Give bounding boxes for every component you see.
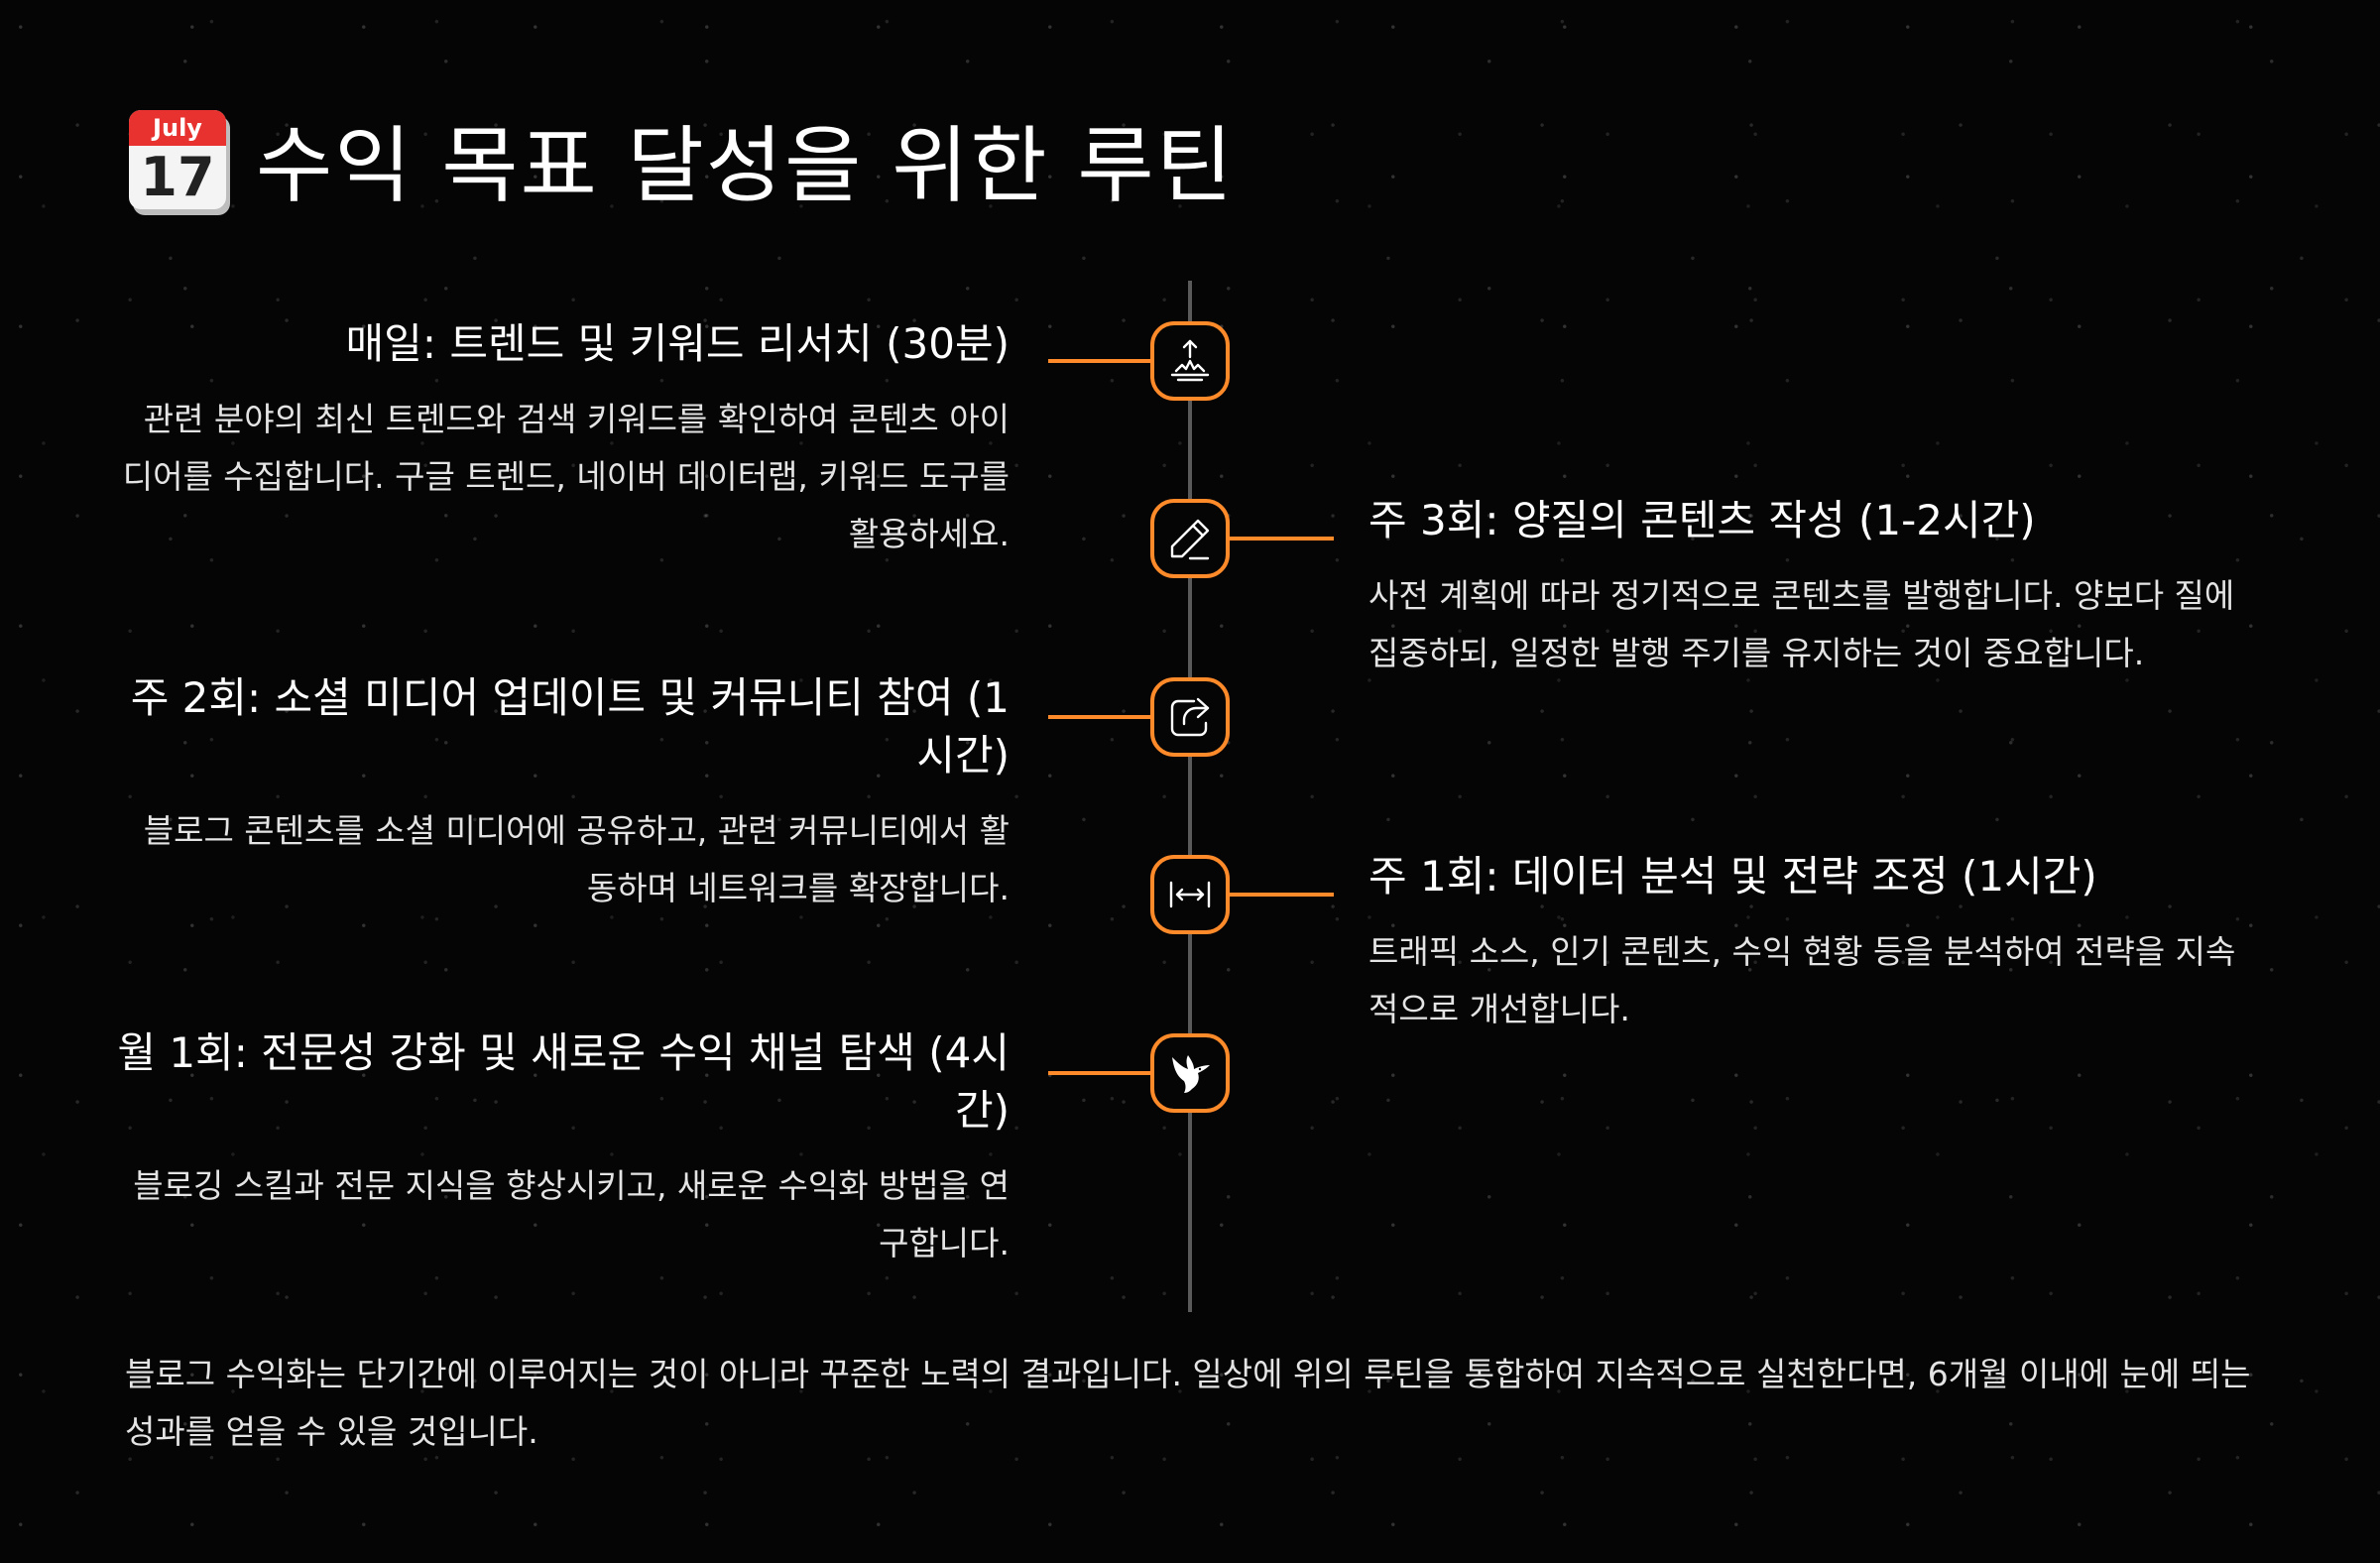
routine-entry-3x-week: 주 3회: 양질의 콘텐츠 작성 (1-2시간) 사전 계획에 따라 정기적으로… — [1368, 492, 2261, 682]
connector-line — [1048, 359, 1151, 363]
page-header: July 17 수익 목표 달성을 위한 루틴 — [129, 99, 1235, 219]
timeline-node-3x-week — [1150, 499, 1230, 578]
routine-entry-daily: 매일: 트렌드 및 키워드 리서치 (30분) 관련 분야의 최신 트렌드와 검… — [117, 315, 1010, 563]
share-icon — [1170, 697, 1210, 737]
timeline-node-monthly — [1150, 1033, 1230, 1113]
routine-title: 주 2회: 소셜 미디어 업데이트 및 커뮤니티 참여 (1시간) — [130, 673, 1010, 780]
sunrise-icon — [1170, 339, 1210, 382]
routine-description: 트래픽 소스, 인기 콘텐츠, 수익 현황 등을 분석하여 전략을 지속적으로 … — [1368, 932, 2236, 1028]
pencil-icon — [1170, 519, 1210, 560]
routine-entry-1x-week: 주 1회: 데이터 분석 및 전략 조정 (1시간) 트래픽 소스, 인기 콘텐… — [1368, 848, 2261, 1038]
routine-title: 월 1회: 전문성 강화 및 새로운 수익 채널 탐색 (4시간) — [117, 1028, 1010, 1135]
calendar-day: 17 — [140, 145, 215, 208]
routine-title: 매일: 트렌드 및 키워드 리서치 (30분) — [345, 319, 1010, 368]
arrows-horizontal-icon — [1169, 881, 1211, 908]
timeline-node-daily — [1150, 321, 1230, 401]
page-title: 수익 목표 달성을 위한 루틴 — [256, 117, 1235, 214]
footer-note: 블로그 수익화는 단기간에 이루어지는 것이 아니라 꾸준한 노력의 결과입니다… — [125, 1355, 2251, 1451]
timeline-node-2x-week — [1150, 677, 1230, 757]
routine-title: 주 3회: 양질의 콘텐츠 작성 (1-2시간) — [1368, 496, 2036, 544]
bird-icon — [1172, 1055, 1210, 1093]
routine-description: 블로그 콘텐츠를 소셜 미디어에 공유하고, 관련 커뮤니티에서 활동하며 네트… — [143, 811, 1010, 907]
routine-entry-2x-week: 주 2회: 소셜 미디어 업데이트 및 커뮤니티 참여 (1시간) 블로그 콘텐… — [117, 669, 1010, 917]
calendar-icon: July 17 — [129, 109, 226, 209]
routine-description: 블로깅 스킬과 전문 지식을 향상시키고, 새로운 수익화 방법을 연구합니다. — [133, 1166, 1010, 1262]
connector-line — [1048, 715, 1151, 719]
connector-line — [1230, 893, 1334, 897]
calendar-month: July — [129, 109, 226, 146]
connector-line — [1230, 537, 1334, 541]
timeline-node-1x-week — [1150, 855, 1230, 934]
timeline-line — [1188, 281, 1192, 1312]
routine-description: 관련 분야의 최신 트렌드와 검색 키워드를 확인하여 콘텐츠 아이디어를 수집… — [122, 400, 1010, 553]
routine-entry-monthly: 월 1회: 전문성 강화 및 새로운 수익 채널 탐색 (4시간) 블로깅 스킬… — [117, 1024, 1010, 1272]
routine-description: 사전 계획에 따라 정기적으로 콘텐츠를 발행합니다. 양보다 질에 집중하되,… — [1368, 576, 2235, 672]
connector-line — [1048, 1071, 1151, 1075]
routine-title: 주 1회: 데이터 분석 및 전략 조정 (1시간) — [1368, 852, 2097, 901]
